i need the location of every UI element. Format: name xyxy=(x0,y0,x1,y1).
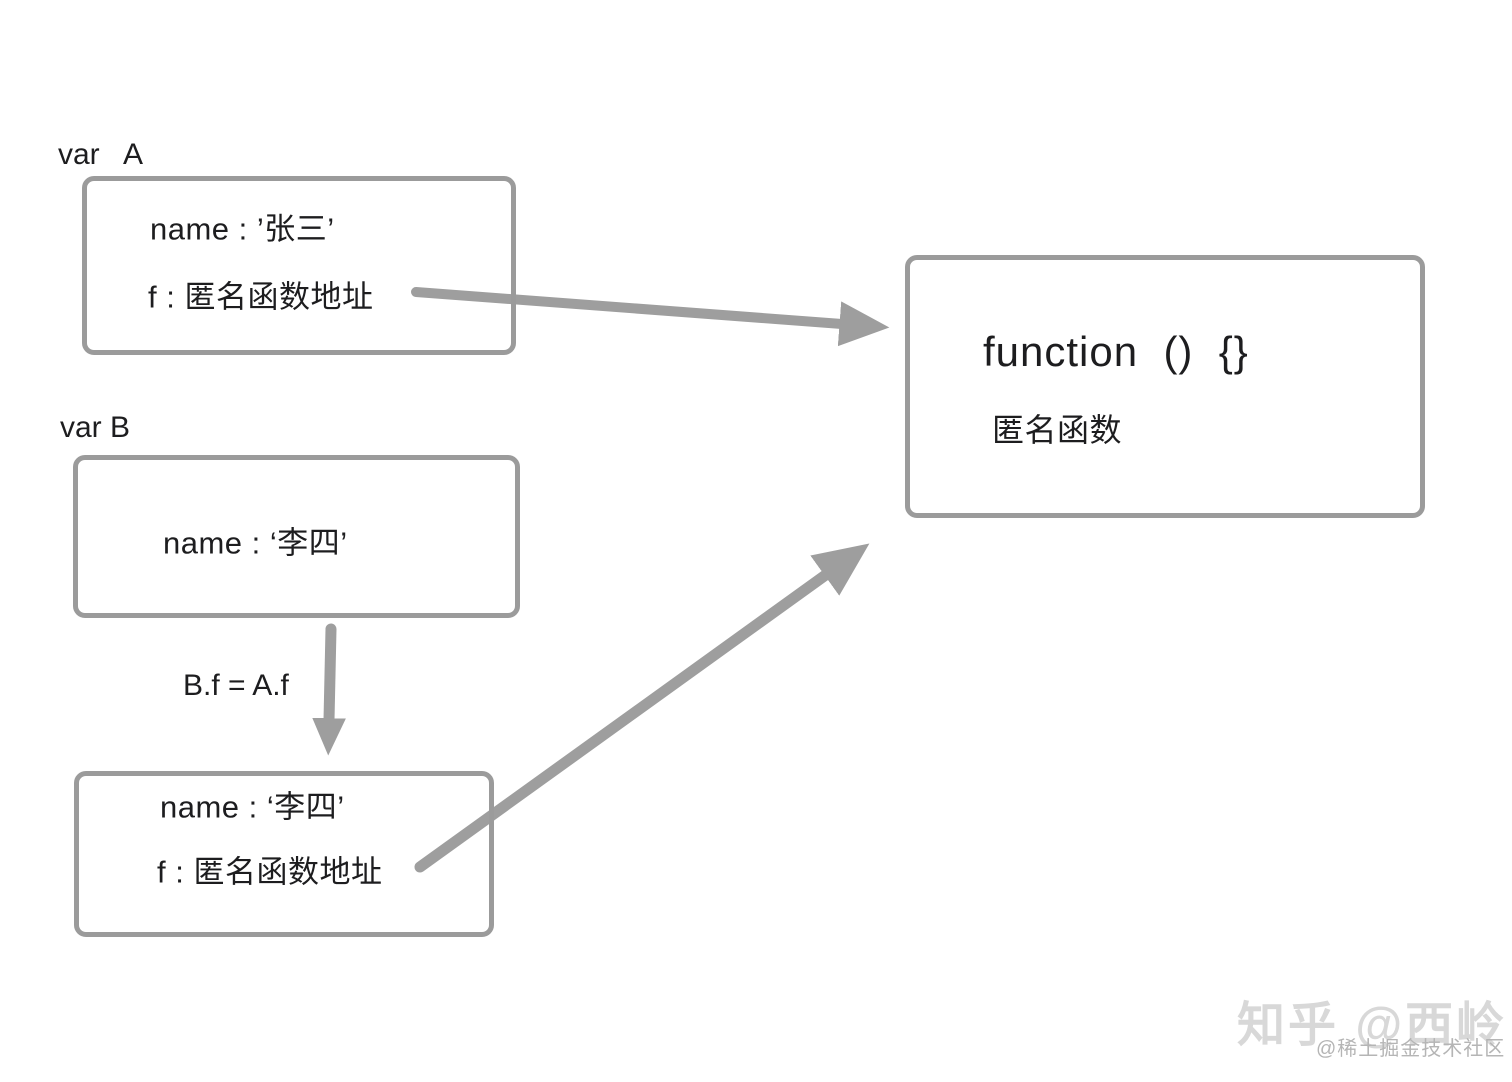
anonymous-function-box xyxy=(905,255,1425,518)
var-b-label: var B xyxy=(60,411,131,444)
juejin-watermark: @稀土掘金技术社区 xyxy=(1316,1038,1506,1060)
object-a-box xyxy=(82,176,516,355)
object-a-name-property: name : ’张三’ xyxy=(150,211,335,247)
object-b-after-name-property: name : ‘李四’ xyxy=(160,789,345,825)
function-body-label: 匿名函数 xyxy=(992,412,1123,448)
object-b-name-property: name : ‘李四’ xyxy=(163,525,348,561)
object-b-after-f-property: f : 匿名函数地址 xyxy=(157,854,383,890)
zhihu-watermark: 知乎 @西岭 xyxy=(1237,999,1508,1052)
object-b-box xyxy=(73,455,520,618)
assignment-label: B.f = A.f xyxy=(183,669,289,702)
object-b-after-box xyxy=(74,771,494,937)
arrow-assignment-b-to-copy xyxy=(312,623,346,756)
object-a-f-property: f : 匿名函数地址 xyxy=(148,279,374,315)
function-signature: function () {} xyxy=(983,328,1249,375)
var-a-label: var A xyxy=(58,138,144,171)
